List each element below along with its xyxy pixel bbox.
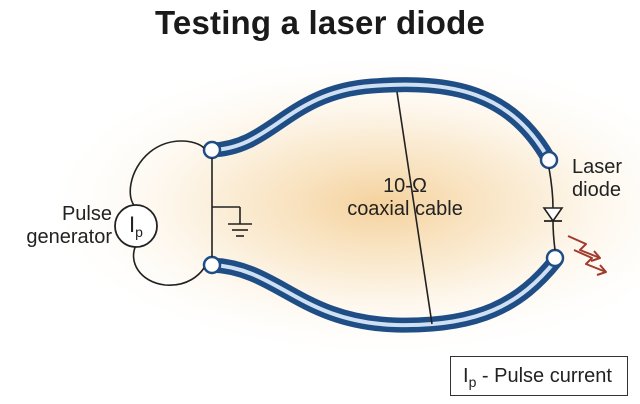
ground-icon [212, 206, 252, 237]
connector-bottom-right [545, 248, 565, 268]
pulse-source-icon [114, 204, 158, 248]
laser-diode-wire [548, 167, 556, 251]
cable-label-line1: 10-Ω [383, 175, 427, 197]
source-current-symbol: Ip [120, 211, 152, 241]
laser-diode-label-line1: Laser [572, 156, 623, 178]
laser-diode-icon [542, 207, 564, 223]
pulse-generator-label-line1: Pulse [61, 203, 112, 225]
pulse-generator-label-line2: generator [26, 226, 112, 248]
legend-symbol: I [463, 365, 469, 387]
connector-bottom-left [202, 255, 222, 275]
cable-pointer-line [396, 91, 433, 325]
connector-top-left [202, 140, 222, 160]
pulse-generator-label: Pulse generator [20, 203, 112, 249]
laser-diode-label-line2: diode [572, 179, 621, 201]
connector-top-right [539, 150, 559, 170]
cable-label: 10-Ω coaxial cable [330, 175, 480, 221]
laser-diode-label: Laser diode [572, 156, 638, 202]
emission-arrows-icon [567, 235, 607, 276]
source-symbol: I [129, 212, 136, 237]
coaxial-cable-bottom [204, 252, 564, 333]
diagram-title: Testing a laser diode [154, 4, 485, 41]
legend-text: - Pulse current [476, 365, 612, 387]
coaxial-cable-top [204, 77, 556, 166]
legend-subscript: p [468, 374, 477, 390]
source-wires [129, 140, 205, 286]
source-subscript: p [135, 224, 143, 240]
legend-box: Ip - Pulse current [450, 356, 628, 396]
cable-label-line2: coaxial cable [347, 198, 463, 220]
background-glow [50, 55, 640, 355]
